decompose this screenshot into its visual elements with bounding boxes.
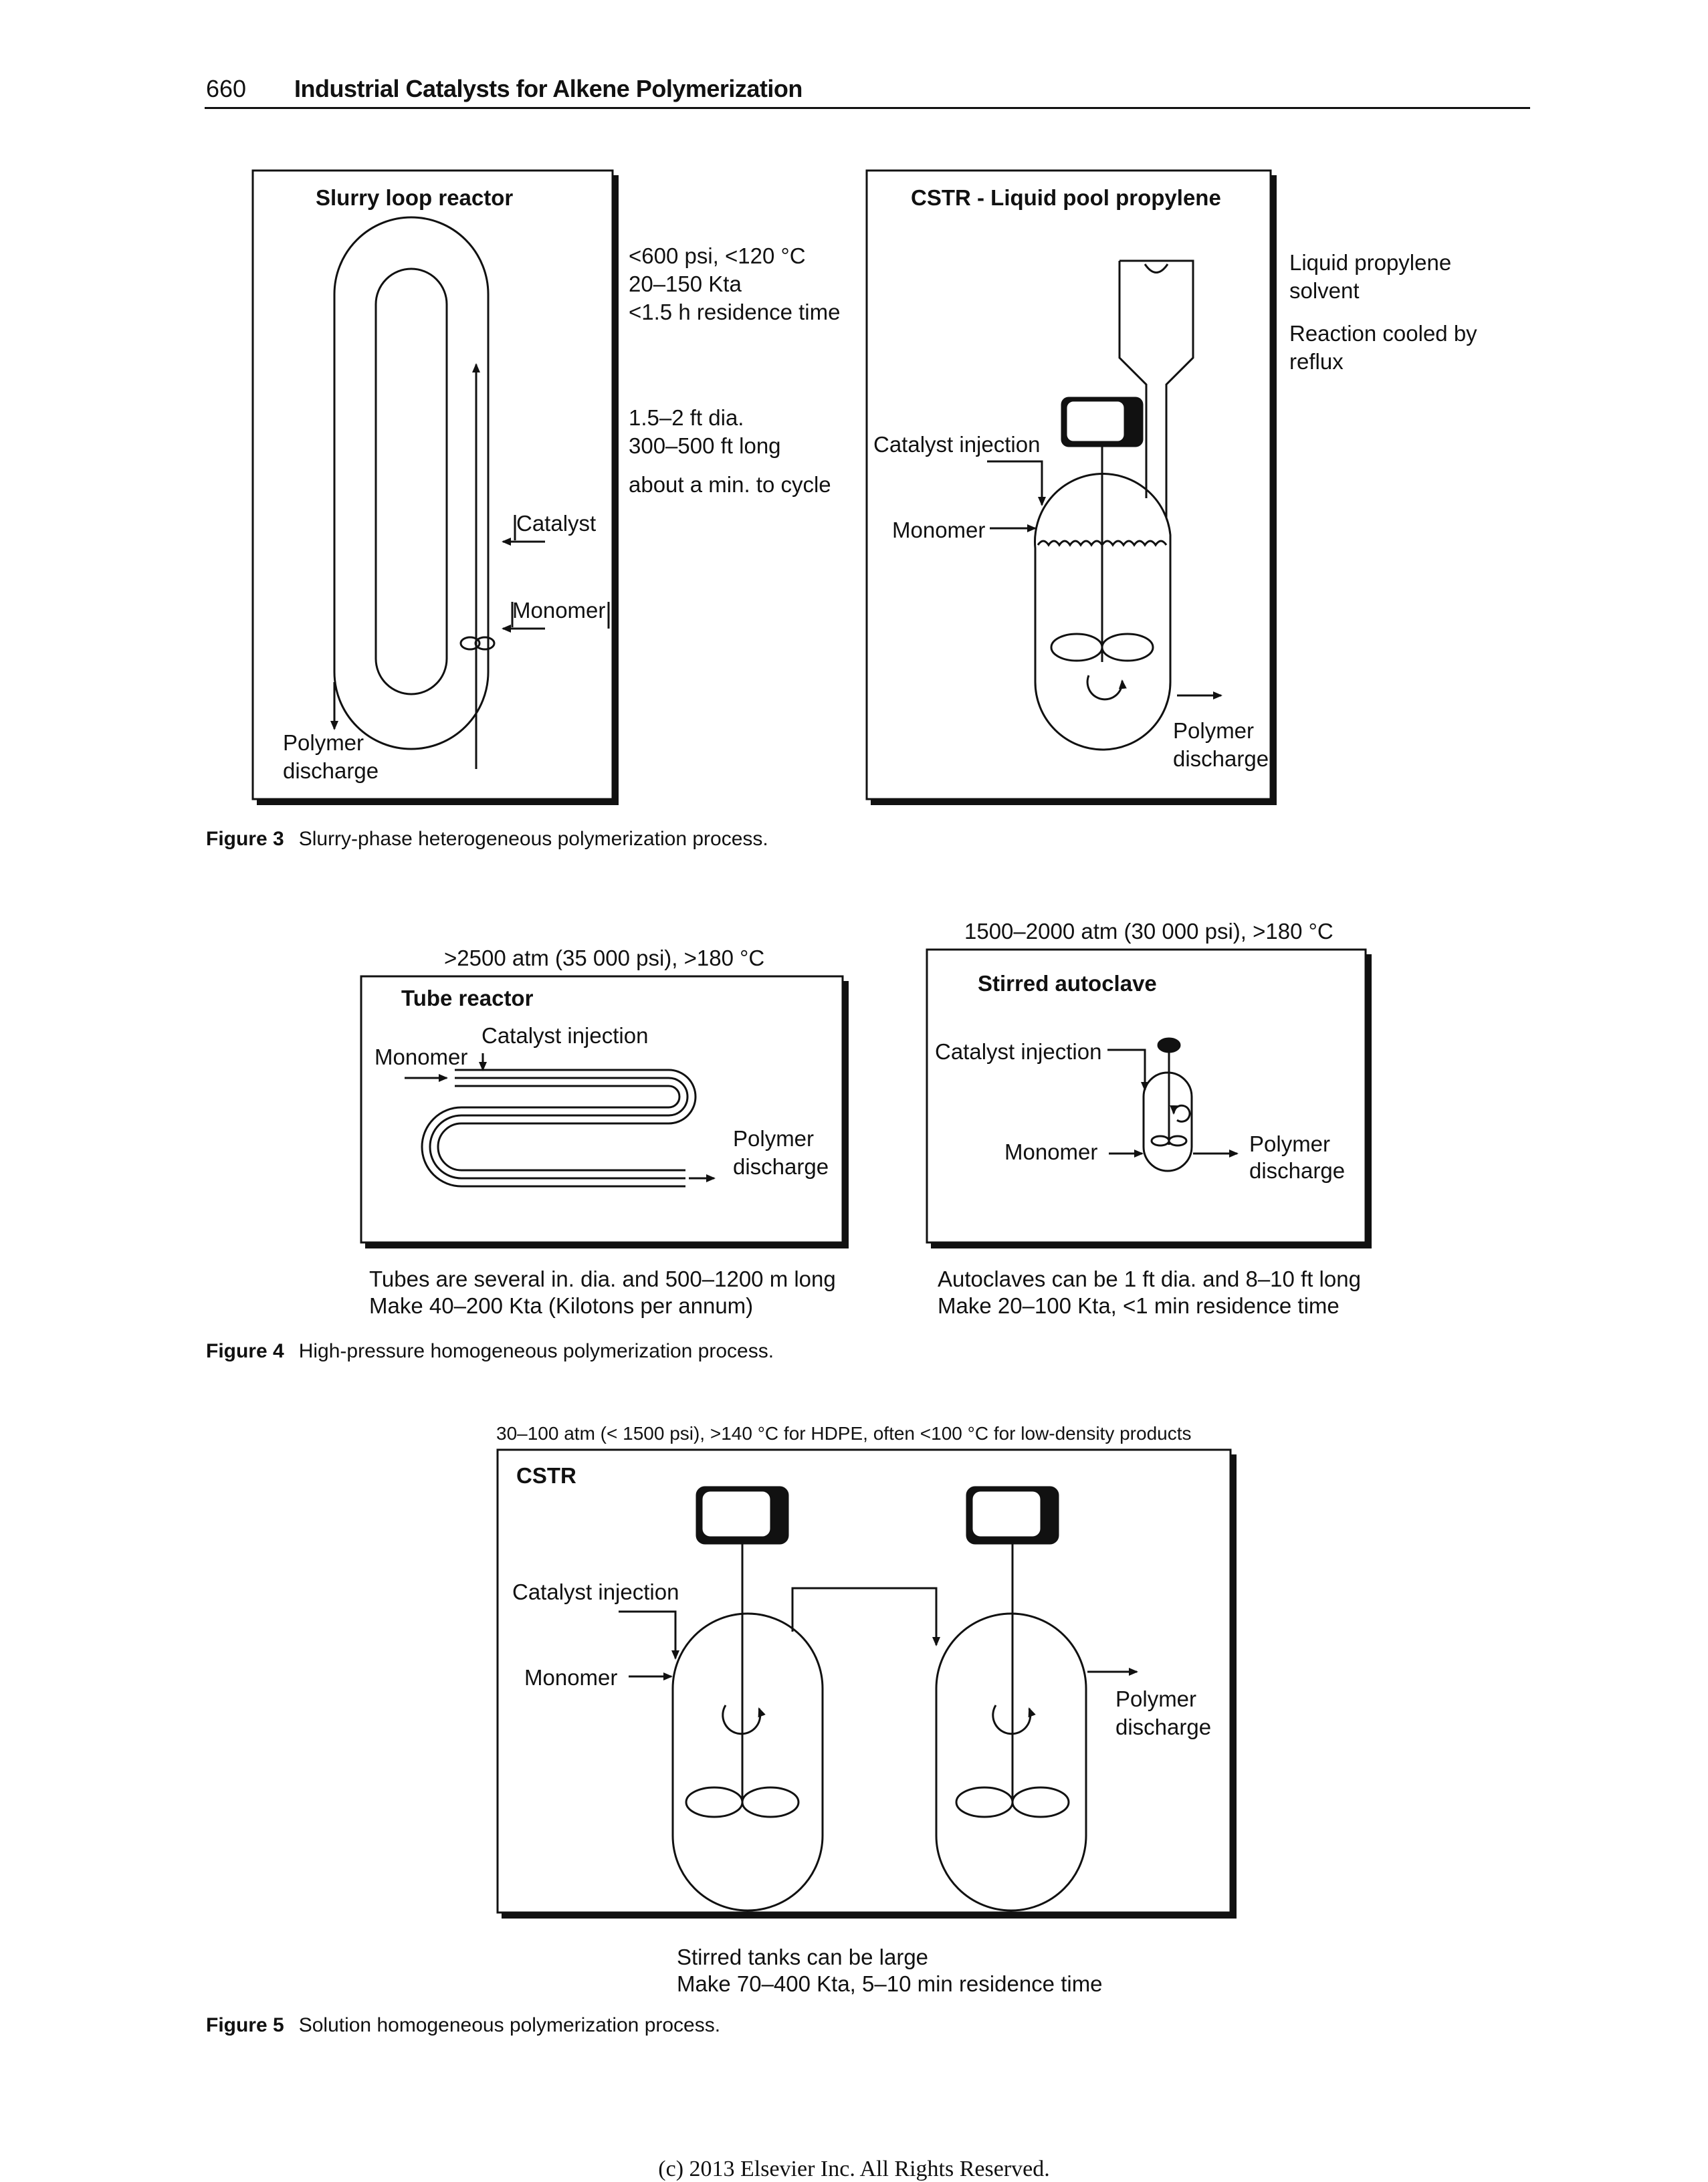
slurry-discharge-label: discharge <box>283 758 379 783</box>
cstr-solution-monomer-label: Monomer <box>524 1665 618 1690</box>
cstr-solution-note: Make 70–400 Kta, 5–10 min residence time <box>677 1971 1103 1996</box>
autoclave-title: Stirred autoclave <box>978 971 1157 996</box>
slurry-loop-diagram <box>251 169 619 805</box>
cstr-catalyst-injection-label: Catalyst injection <box>873 432 1041 457</box>
autoclave-discharge-label: discharge <box>1249 1158 1346 1183</box>
reflux-condenser <box>1118 259 1194 518</box>
tube-note: Tubes are several in. dia. and 500–1200 … <box>369 1267 836 1291</box>
figure3-caption: Figure 3 Slurry-phase heterogeneous polym… <box>206 828 768 851</box>
figure3-caption-text: Slurry-phase heterogeneous polymerizatio… <box>298 828 768 850</box>
cstr-solvent-note: Liquid propylene <box>1289 250 1452 275</box>
cstr-cooling-note: reflux <box>1289 349 1344 374</box>
tube-catalyst-injection-label: Catalyst injection <box>482 1023 649 1048</box>
slurry-dimension: 300–500 ft long <box>629 433 781 458</box>
slurry-condition: 20–150 Kta <box>629 271 742 296</box>
catalyst-injection-arrow <box>987 460 1046 506</box>
autoclave-vessel <box>1142 1071 1193 1172</box>
autoclave-catalyst-injection-label: Catalyst injection <box>935 1039 1102 1064</box>
cstr-solution-discharge-label: Polymer <box>1115 1686 1197 1711</box>
tube-title: Tube reactor <box>401 986 534 1010</box>
slurry-discharge-label: Polymer <box>283 730 364 755</box>
copyright-footer: (c) 2013 Elsevier Inc. All Rights Reserv… <box>658 2157 1050 2181</box>
impeller-lobe <box>1050 633 1103 662</box>
cstr-discharge-label: Polymer <box>1173 718 1255 743</box>
slurry-title: Slurry loop reactor <box>316 185 514 210</box>
cstr-solution-conditions: 30–100 atm (< 1500 psi), >140 °C for HDP… <box>496 1423 1192 1444</box>
cstr-solution-catalyst-label: Catalyst injection <box>512 1579 679 1604</box>
cstr-cooling-note: Reaction cooled by <box>1289 321 1477 346</box>
slurry-monomer-label: Monomer <box>512 598 606 623</box>
cstr-box-frame <box>865 169 1272 800</box>
page-number: 660 <box>206 75 247 102</box>
propeller-lobe <box>459 636 481 651</box>
cstr-solution-note: Stirred tanks can be large <box>677 1945 929 1969</box>
figure4-caption-text: High-pressure homogeneous polymerization… <box>298 1340 774 1362</box>
slurry-condition: <1.5 h residence time <box>629 300 841 324</box>
figure5-caption-text: Solution homogeneous polymerization proc… <box>298 2014 721 2036</box>
tube-monomer-label: Monomer <box>375 1045 468 1069</box>
cstr-liquid-pool-diagram <box>865 169 1277 805</box>
tube-discharge-label: Polymer <box>733 1126 815 1151</box>
motor-icon <box>1157 1037 1181 1053</box>
tube-coil <box>437 1069 697 1172</box>
slurry-box-frame <box>251 169 614 800</box>
cstr-solution-diagram <box>496 1448 1237 1919</box>
cstr-solvent-note: solvent <box>1289 278 1360 303</box>
tube-note: Make 40–200 Kta (Kilotons per annum) <box>369 1293 754 1318</box>
running-title: Industrial Catalysts for Alkene Polymeri… <box>294 75 803 102</box>
tube-reactor-diagram <box>360 975 849 1248</box>
cstr-discharge-label: discharge <box>1173 746 1269 771</box>
slurry-dimension: 1.5–2 ft dia. <box>629 405 744 430</box>
cstr-liquid-title: CSTR - Liquid pool propylene <box>911 185 1221 210</box>
cstr-monomer-label: Monomer <box>892 518 986 542</box>
loop-outer <box>333 216 490 750</box>
reactor-vessel <box>1034 473 1172 751</box>
autoclave-discharge-label: Polymer <box>1249 1131 1331 1156</box>
header-rule <box>205 107 1530 109</box>
slurry-box-shadow <box>257 799 618 805</box>
figure3-caption-label: Figure 3 <box>206 828 284 850</box>
liquid-surface <box>1037 540 1168 547</box>
tube-box-frame <box>360 975 844 1244</box>
autoclave-note: Make 20–100 Kta, <1 min residence time <box>938 1293 1340 1318</box>
autoclave-diagram <box>926 948 1372 1248</box>
figure5-caption-label: Figure 5 <box>206 2014 284 2036</box>
figure5-caption: Figure 5 Solution homogeneous polymerizat… <box>206 2014 720 2037</box>
autoclave-conditions: 1500–2000 atm (30 000 psi), >180 °C <box>964 919 1333 944</box>
loop-inner <box>375 267 448 695</box>
tube-conditions: >2500 atm (35 000 psi), >180 °C <box>444 946 765 970</box>
catalyst-injection-arrow <box>619 1610 679 1660</box>
slurry-cycle-note: about a min. to cycle <box>629 472 831 497</box>
autoclave-note: Autoclaves can be 1 ft dia. and 8–10 ft … <box>938 1267 1361 1291</box>
figure4-caption: Figure 4 High-pressure homogeneous polyme… <box>206 1340 774 1363</box>
transfer-line <box>791 1587 940 1646</box>
cstr-solution-title: CSTR <box>516 1463 576 1488</box>
figure4-caption-label: Figure 4 <box>206 1340 284 1362</box>
tube-discharge-label: discharge <box>733 1154 829 1179</box>
cstr-solution-discharge-label: discharge <box>1115 1715 1212 1739</box>
slurry-condition: <600 psi, <120 °C <box>629 243 806 268</box>
catalyst-injection-arrow <box>1107 1049 1149 1091</box>
reactor-vessel-right <box>935 1612 1087 1912</box>
autoclave-monomer-label: Monomer <box>1004 1139 1098 1164</box>
reactor-vessel-left <box>671 1612 824 1912</box>
circulation-arrow <box>1086 675 1127 701</box>
slurry-catalyst-label: Catalyst <box>516 511 597 536</box>
